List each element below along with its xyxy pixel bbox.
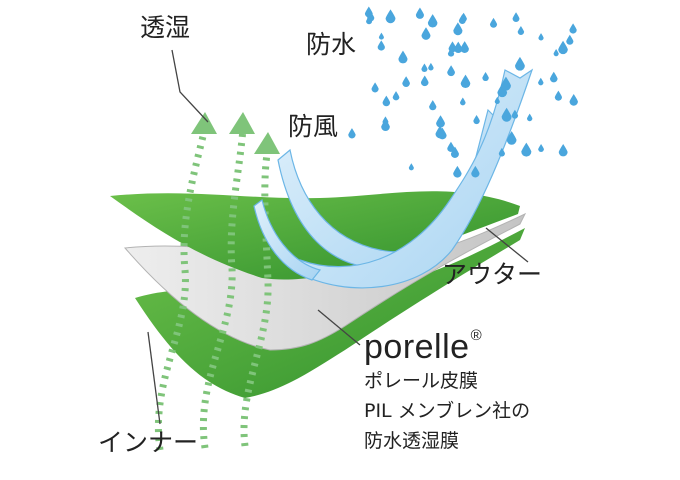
membrane-desc-line-3: 防水透湿膜 bbox=[364, 430, 460, 452]
leader-breathable bbox=[171, 49, 209, 123]
membrane-brand: porelle® bbox=[364, 327, 483, 366]
raindrop-icon bbox=[453, 165, 462, 178]
raindrop-icon bbox=[450, 146, 459, 158]
raindrop-icon bbox=[460, 74, 471, 89]
vapor-arrow-icon bbox=[254, 132, 280, 154]
raindrop-icon bbox=[526, 113, 533, 122]
raindrop-icon bbox=[566, 34, 574, 45]
membrane-desc-line-1: ポレール皮膜 bbox=[364, 370, 479, 392]
raindrop-icon bbox=[473, 115, 480, 125]
wind-ribbon-icon bbox=[295, 68, 534, 289]
raindrop-icon bbox=[385, 9, 396, 24]
raindrop-icon bbox=[421, 27, 431, 40]
raindrop-icon bbox=[506, 131, 517, 145]
raindrop-icon bbox=[482, 71, 489, 82]
raindrop-icon bbox=[517, 25, 525, 35]
leader-membrane bbox=[317, 309, 361, 346]
raindrop-icon bbox=[558, 143, 568, 157]
raindrop-icon bbox=[471, 165, 480, 178]
raindrop-icon bbox=[381, 118, 390, 131]
raindrop-icon bbox=[447, 65, 455, 77]
raindrop-icon bbox=[521, 142, 532, 157]
wind-ribbons bbox=[253, 68, 534, 289]
raindrop-icon bbox=[453, 22, 463, 36]
raindrop-icon bbox=[371, 82, 379, 93]
raindrop-icon bbox=[538, 33, 544, 41]
raindrop-icon bbox=[458, 14, 466, 25]
raindrop-icon bbox=[515, 56, 525, 71]
leader-outer bbox=[485, 227, 529, 263]
raindrop-icon bbox=[348, 128, 356, 139]
label-waterproof: 防水 bbox=[306, 30, 357, 59]
raindrop-icon bbox=[459, 97, 466, 106]
wind-ribbon-icon bbox=[253, 198, 322, 281]
raindrop-icon bbox=[421, 63, 428, 73]
raindrop-icon bbox=[569, 94, 578, 106]
label-windproof: 防風 bbox=[288, 112, 339, 141]
vapor-arrows bbox=[154, 112, 280, 451]
raindrop-icon bbox=[538, 143, 544, 153]
leader-inner bbox=[147, 331, 161, 425]
raindrop-icon bbox=[569, 23, 577, 34]
raindrop-icon bbox=[558, 40, 568, 55]
raindrop-icon bbox=[377, 40, 385, 51]
raindrop-icon bbox=[549, 71, 558, 83]
registered-mark: ® bbox=[470, 327, 483, 344]
leader-lines bbox=[147, 49, 529, 425]
raindrop-icon bbox=[378, 32, 384, 40]
label-outer: アウター bbox=[442, 260, 543, 289]
raindrop-icon bbox=[364, 6, 373, 18]
raindrop-icon bbox=[512, 12, 520, 23]
vapor-arrow-icon bbox=[229, 112, 255, 134]
raindrop-icon bbox=[392, 91, 400, 101]
membrane-desc-line-2: PIL メンブレン社の bbox=[364, 400, 531, 422]
raindrop-icon bbox=[447, 141, 455, 153]
raindrop-icon bbox=[554, 90, 562, 101]
raindrop-icon bbox=[511, 109, 519, 119]
raindrop-icon bbox=[382, 116, 389, 125]
raindrop-icon bbox=[435, 125, 445, 139]
vapor-path bbox=[200, 127, 247, 449]
vapor-arrow-icon bbox=[191, 112, 217, 134]
raindrop-icon bbox=[420, 75, 429, 87]
raindrops bbox=[348, 6, 578, 178]
raindrop-icon bbox=[398, 50, 408, 64]
label-inner: インナー bbox=[98, 428, 199, 457]
vapor-path bbox=[154, 127, 209, 451]
raindrop-icon bbox=[428, 62, 434, 71]
raindrop-icon bbox=[501, 107, 512, 122]
vapor-path bbox=[240, 147, 272, 447]
raindrop-icon bbox=[498, 147, 505, 157]
raindrop-icon bbox=[489, 17, 498, 28]
raindrop-icon bbox=[460, 41, 469, 54]
membrane-brand-name: porelle bbox=[364, 328, 470, 366]
raindrop-icon bbox=[436, 115, 445, 128]
raindrop-icon bbox=[402, 76, 410, 87]
raindrop-icon bbox=[553, 49, 559, 57]
raindrop-icon bbox=[538, 77, 544, 86]
raindrop-icon bbox=[408, 163, 414, 171]
raindrop-icon bbox=[494, 96, 500, 105]
label-breathable: 透湿 bbox=[140, 13, 191, 42]
raindrop-icon bbox=[382, 95, 391, 107]
raindrop-icon bbox=[366, 15, 373, 25]
raindrop-icon bbox=[427, 14, 438, 28]
raindrop-icon bbox=[447, 47, 455, 57]
raindrop-icon bbox=[429, 100, 437, 111]
raindrop-icon bbox=[500, 76, 511, 91]
raindrop-icon bbox=[415, 7, 424, 19]
raindrop-icon bbox=[454, 41, 463, 54]
raindrop-icon bbox=[497, 83, 508, 98]
